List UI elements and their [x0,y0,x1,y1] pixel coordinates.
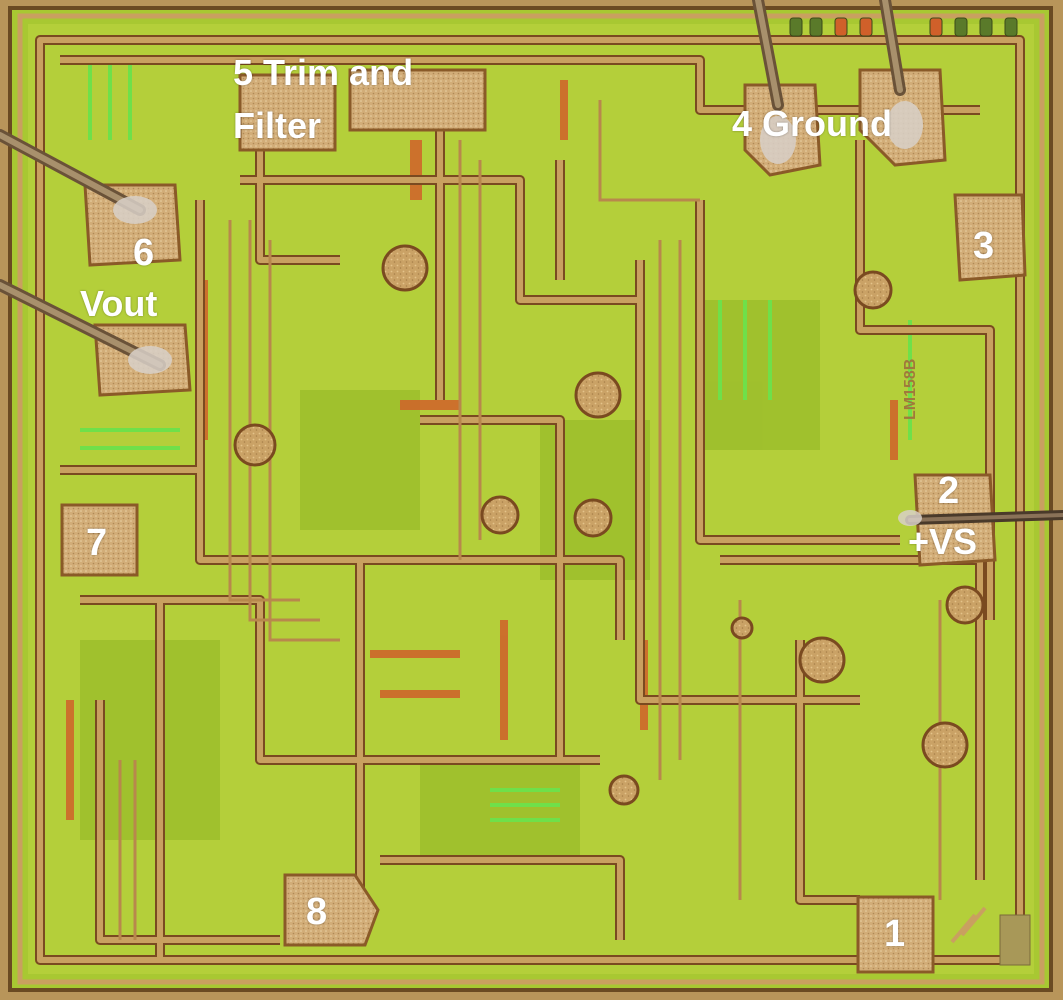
pin-8-label: 8 [306,891,328,933]
pin-6-name: Vout [80,283,158,324]
pad-1 [856,895,935,974]
pin-2-number: 2 [938,470,960,512]
pad-6a [83,183,182,267]
pin-5-label-line1: 5 Trim and [233,52,414,93]
pad-5a [238,73,337,152]
pin-2-name: +VS [908,521,978,562]
pin-6-number: 6 [133,232,155,274]
svg-text:LM158B: LM158B [902,359,919,420]
pin-5-label-line2: Filter [233,105,322,146]
pin-4-label: 4 Ground [732,103,892,144]
pin-3-label: 3 [973,225,995,267]
pin-7-label: 7 [86,522,108,564]
pad-3 [953,193,1027,282]
pad-5b [348,68,487,132]
pad-7 [60,503,139,577]
pad-8 [283,873,380,947]
pin-1-label: 1 [884,913,906,955]
